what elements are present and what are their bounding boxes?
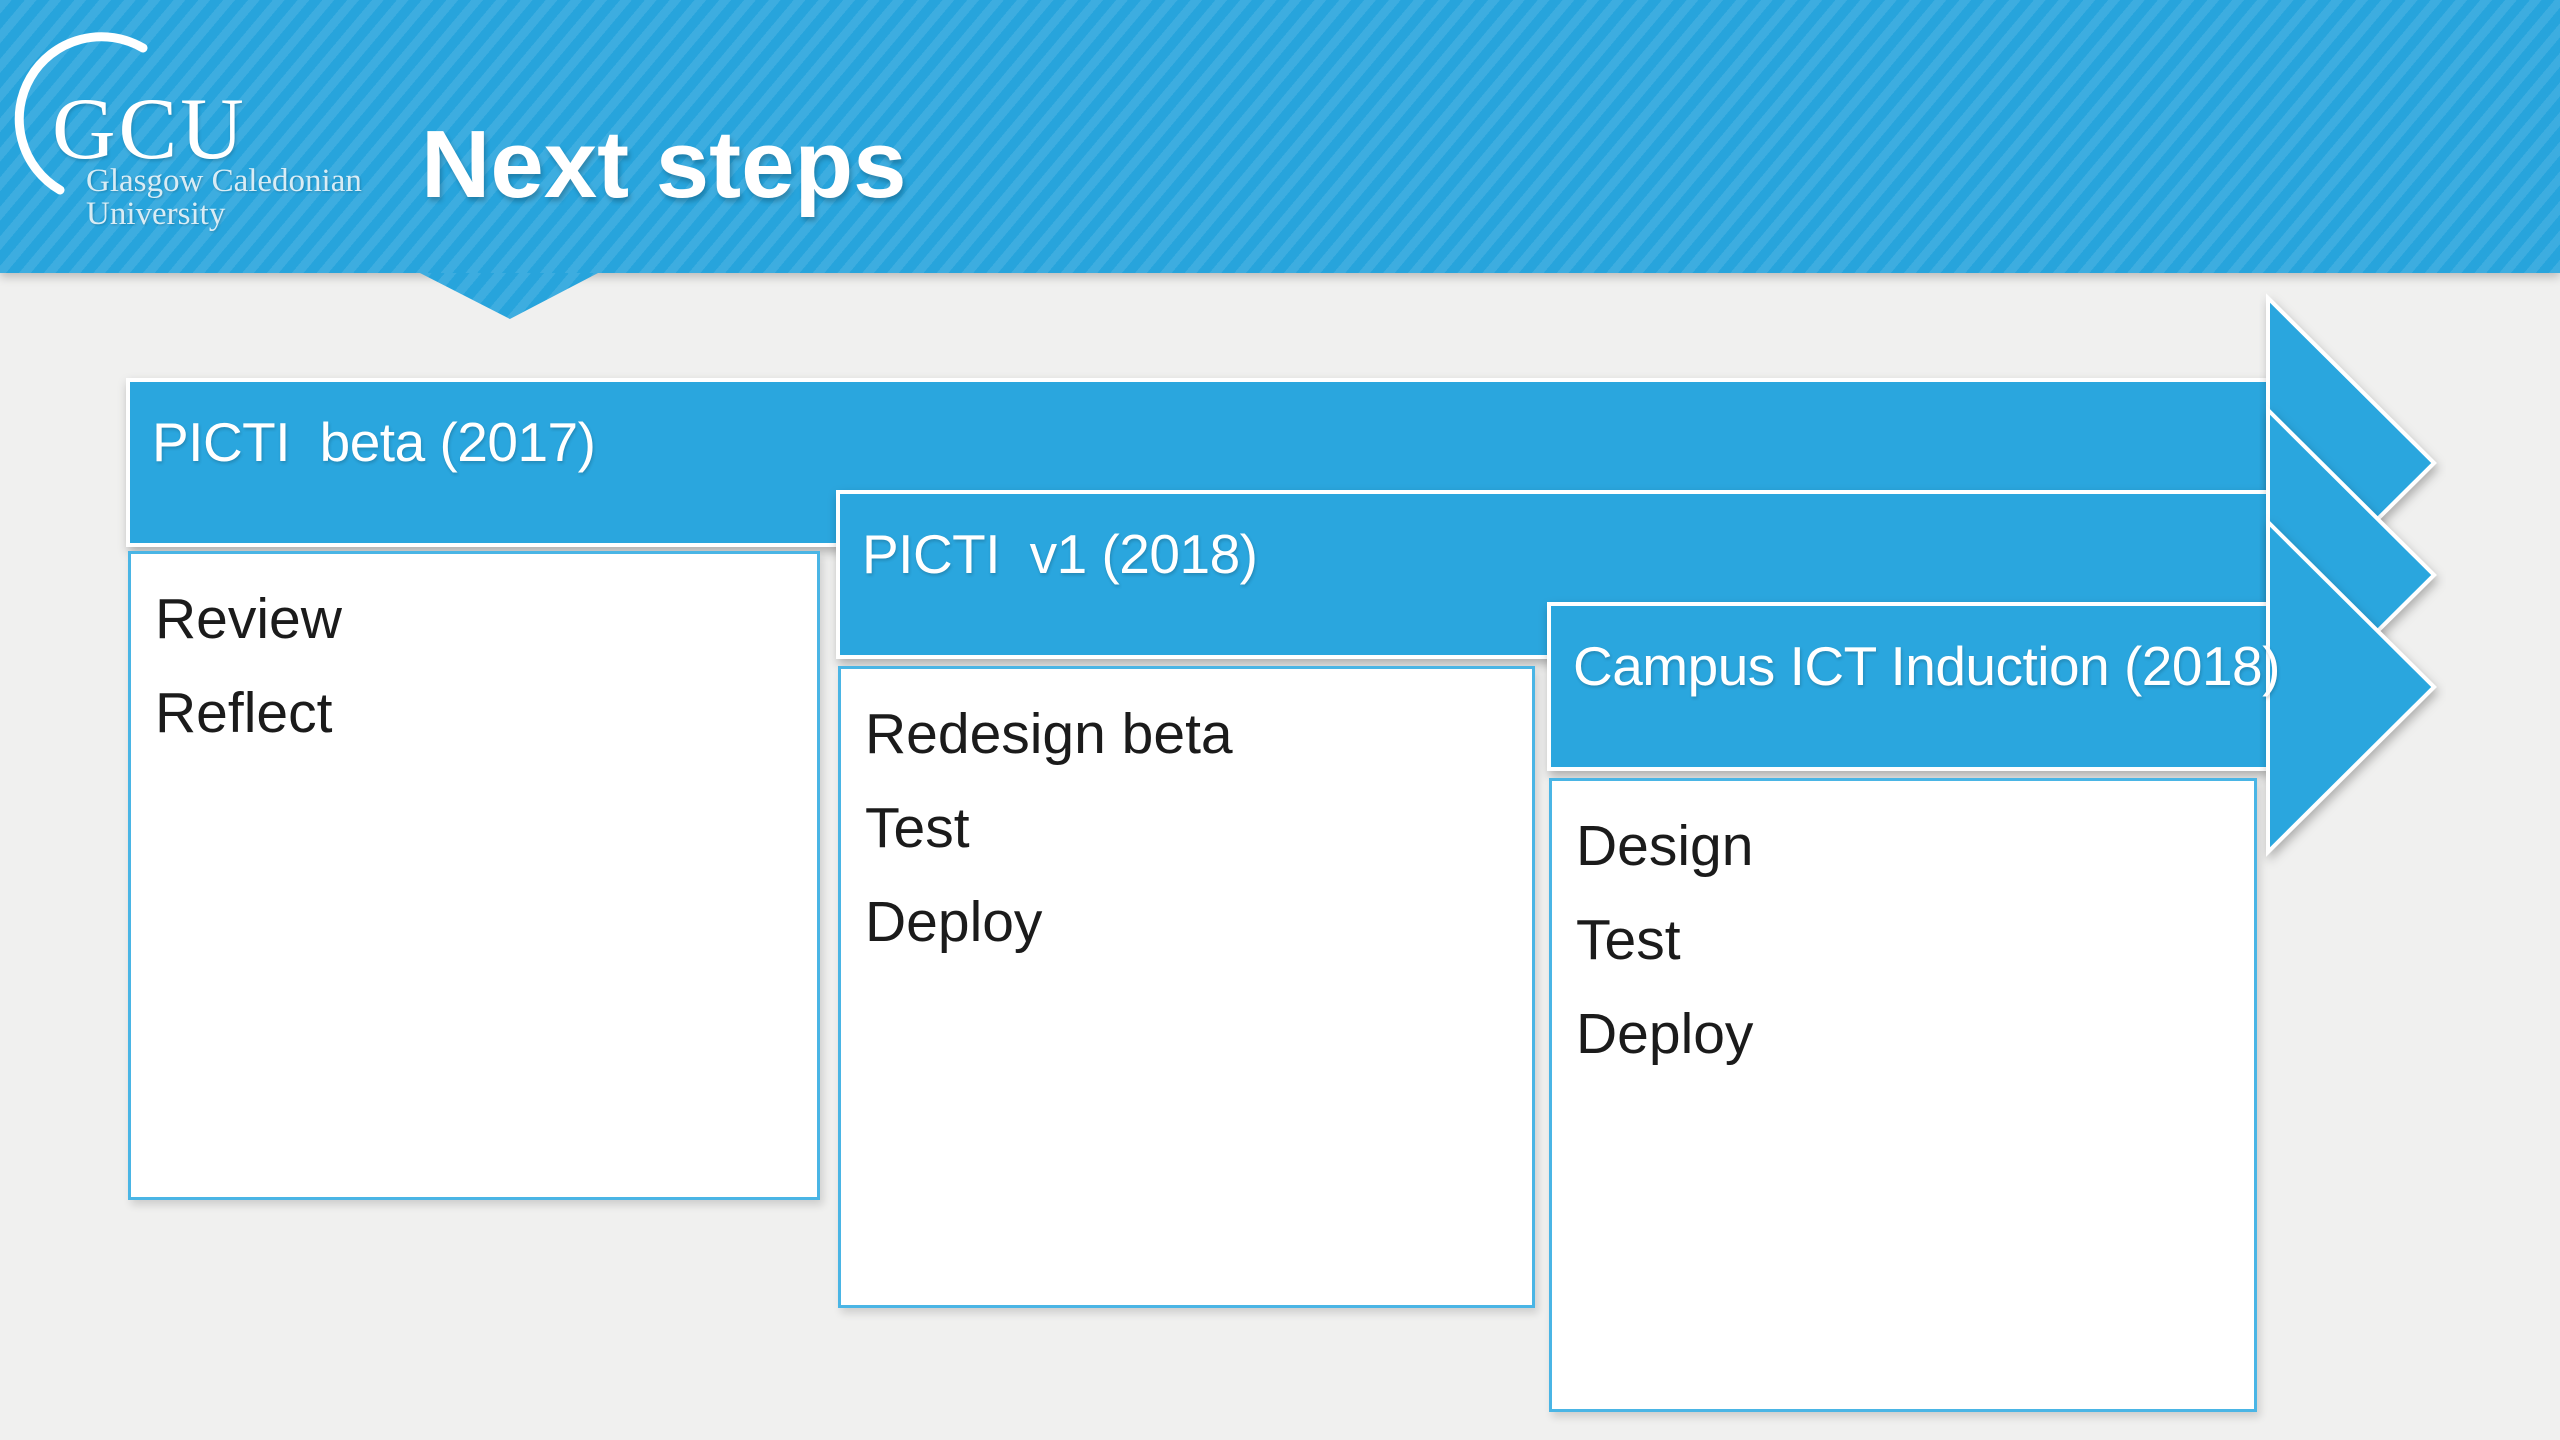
- step-3-label: Campus ICT Induction (2018): [1573, 635, 2280, 697]
- logo-acronym: GCU: [52, 81, 247, 178]
- list-item: Design: [1576, 814, 1754, 878]
- step-2-label: PICTI v1 (2018): [862, 523, 1258, 585]
- logo-university-name: Glasgow Caledonian University: [86, 165, 362, 231]
- list-item: Deploy: [1576, 1002, 1754, 1066]
- arrow-bar-3: [1547, 602, 2270, 771]
- step-3-item-box: Design Test Deploy: [1549, 778, 2257, 1412]
- list-item: Reflect: [155, 681, 333, 745]
- list-item: Test: [865, 796, 970, 860]
- logo-name-line2: University: [86, 196, 226, 232]
- header-banner: [0, 0, 2560, 273]
- logo-name-line1: Glasgow Caledonian: [86, 163, 362, 199]
- step-2-item-box: Redesign beta Test Deploy: [838, 666, 1535, 1308]
- list-item: Review: [155, 587, 342, 651]
- university-logo: GCU Glasgow Caledonian University: [0, 0, 420, 273]
- step-1-label: PICTI beta (2017): [152, 411, 596, 473]
- list-item: Redesign beta: [865, 702, 1233, 766]
- page-title: Next steps: [421, 111, 907, 218]
- list-item: Deploy: [865, 890, 1043, 954]
- arrow-head-3: [2266, 517, 2437, 857]
- step-1-item-box: Review Reflect: [128, 551, 820, 1200]
- list-item: Test: [1576, 908, 1681, 972]
- gcu-logo-arc-icon: [14, 32, 148, 195]
